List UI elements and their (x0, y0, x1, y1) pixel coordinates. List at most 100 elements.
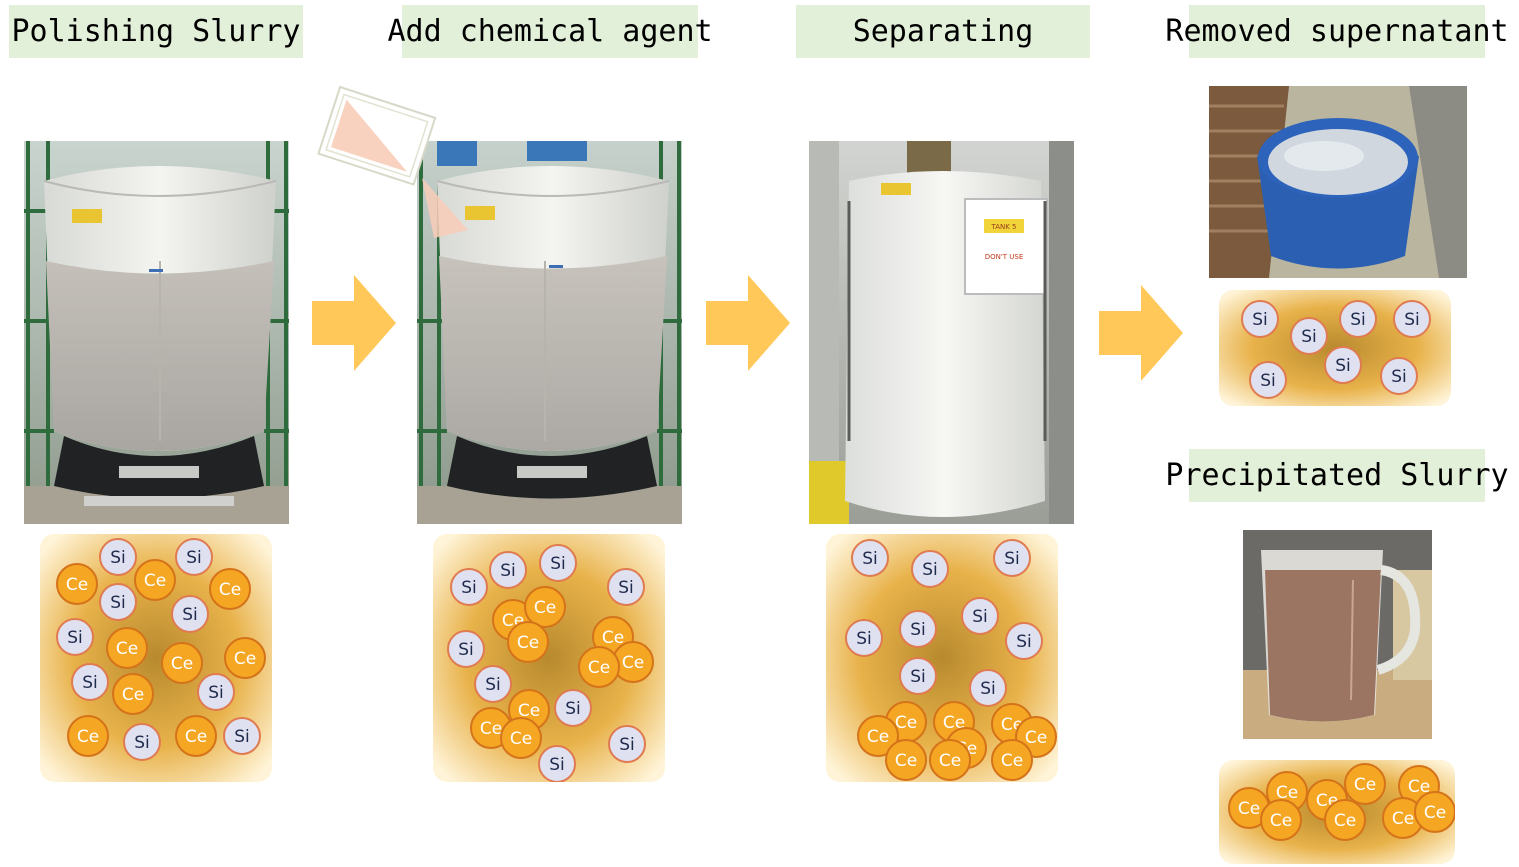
ce-particle: Ce (500, 717, 542, 759)
si-particle: Si (99, 583, 137, 621)
si-particle: Si (911, 550, 949, 588)
si-particle: Si (608, 725, 646, 763)
ce-particle-label: Ce (77, 727, 99, 747)
si-particle-label: Si (565, 699, 581, 719)
si-particle: Si (71, 663, 109, 701)
ce-particle-label: Ce (1334, 811, 1356, 831)
ce-particle-label: Ce (1270, 811, 1292, 831)
si-particle-label: Si (461, 578, 477, 598)
si-particle-label: Si (618, 578, 634, 598)
ce-particle-label: Ce (1276, 783, 1298, 803)
ce-particle: Ce (175, 715, 217, 757)
si-particle-label: Si (550, 554, 566, 574)
si-particle: Si (99, 538, 137, 576)
si-particle-label: Si (110, 548, 126, 568)
ce-particle-label: Ce (1392, 809, 1414, 829)
svg-text:TANK 5: TANK 5 (990, 223, 1016, 231)
chemical-agent-packet-icon (306, 80, 476, 240)
si-particle: Si (1393, 300, 1431, 338)
si-particle-label: Si (972, 607, 988, 627)
ce-particle: Ce (1324, 799, 1366, 841)
si-particle-label: Si (485, 675, 501, 695)
si-particle: Si (474, 665, 512, 703)
si-particle-label: Si (82, 673, 98, 693)
si-particle: Si (1241, 300, 1279, 338)
ce-particle-label: Ce (1001, 751, 1023, 771)
si-particle: Si (851, 539, 889, 577)
si-particle-label: Si (110, 593, 126, 613)
stage-label-removed-supernatant: Removed supernatant (1165, 5, 1509, 58)
stage-label-add-chemical-agent: Add chemical agent (387, 5, 713, 58)
arrow-right-icon (1099, 285, 1183, 381)
si-particle-label: Si (1335, 356, 1351, 376)
si-particle-label: Si (922, 560, 938, 580)
si-particle-label: Si (186, 548, 202, 568)
ce-particle: Ce (209, 568, 251, 610)
particle-panel-separating: SiSiSiSiSiSiSiSiSiCeCeCeCeCeCeCeCeCe (826, 534, 1058, 782)
separating-tank-photo: TANK 5 DON'T USE (809, 141, 1074, 524)
si-particle: Si (845, 619, 883, 657)
si-particle: Si (554, 689, 592, 727)
si-particle-label: Si (910, 667, 926, 687)
arrow-right-icon (706, 275, 790, 371)
ce-particle-label: Ce (1424, 803, 1446, 823)
si-particle: Si (171, 595, 209, 633)
ce-particle-label: Ce (1354, 775, 1376, 795)
si-particle-label: Si (980, 679, 996, 699)
si-particle-label: Si (1016, 632, 1032, 652)
ce-particle-label: Ce (518, 701, 540, 721)
ce-particle-label: Ce (1408, 777, 1430, 797)
ce-particle: Ce (56, 563, 98, 605)
si-particle: Si (607, 568, 645, 606)
si-particle-label: Si (549, 755, 565, 775)
ce-particle-label: Ce (534, 598, 556, 618)
si-particle-label: Si (182, 605, 198, 625)
si-particle-label: Si (67, 628, 83, 648)
si-particle: Si (969, 669, 1007, 707)
si-particle-label: Si (208, 683, 224, 703)
si-particle: Si (993, 539, 1031, 577)
ce-particle-label: Ce (510, 729, 532, 749)
si-particle-label: Si (910, 620, 926, 640)
ce-particle: Ce (161, 642, 203, 684)
si-particle: Si (223, 717, 261, 755)
si-particle-label: Si (1350, 310, 1366, 330)
ce-particle: Ce (524, 586, 566, 628)
ce-particle-label: Ce (602, 628, 624, 648)
ce-particle-label: Ce (1025, 728, 1047, 748)
ce-particle: Ce (1344, 763, 1386, 805)
si-particle-label: Si (500, 561, 516, 581)
si-particle-label: Si (134, 733, 150, 753)
ce-particle: Ce (134, 559, 176, 601)
ce-particle: Ce (1414, 791, 1455, 833)
svg-text:DON'T USE: DON'T USE (985, 253, 1024, 261)
si-particle: Si (489, 551, 527, 589)
ce-particle-label: Ce (66, 575, 88, 595)
ce-particle: Ce (885, 739, 927, 781)
ce-particle-label: Ce (895, 751, 917, 771)
ce-particle-label: Ce (171, 654, 193, 674)
si-particle-label: Si (1004, 549, 1020, 569)
ce-particle: Ce (67, 715, 109, 757)
ce-particle-label: Ce (144, 571, 166, 591)
si-particle: Si (197, 673, 235, 711)
polishing-slurry-tank-photo (24, 141, 289, 524)
si-particle: Si (899, 610, 937, 648)
stage-label-separating: Separating (796, 5, 1090, 58)
ce-particle: Ce (857, 715, 899, 757)
si-particle-label: Si (1404, 310, 1420, 330)
si-particle-label: Si (1301, 327, 1317, 347)
si-particle: Si (175, 538, 213, 576)
chemical-agent-tank-photo (417, 141, 682, 524)
ce-particle-label: Ce (867, 727, 889, 747)
si-particle-label: Si (1391, 367, 1407, 387)
supernatant-bucket-photo (1209, 86, 1467, 278)
si-particle: Si (1324, 346, 1362, 384)
si-particle: Si (539, 544, 577, 582)
ce-particle-label: Ce (234, 649, 256, 669)
ce-particle-label: Ce (1238, 799, 1260, 819)
ce-particle: Ce (929, 739, 971, 781)
